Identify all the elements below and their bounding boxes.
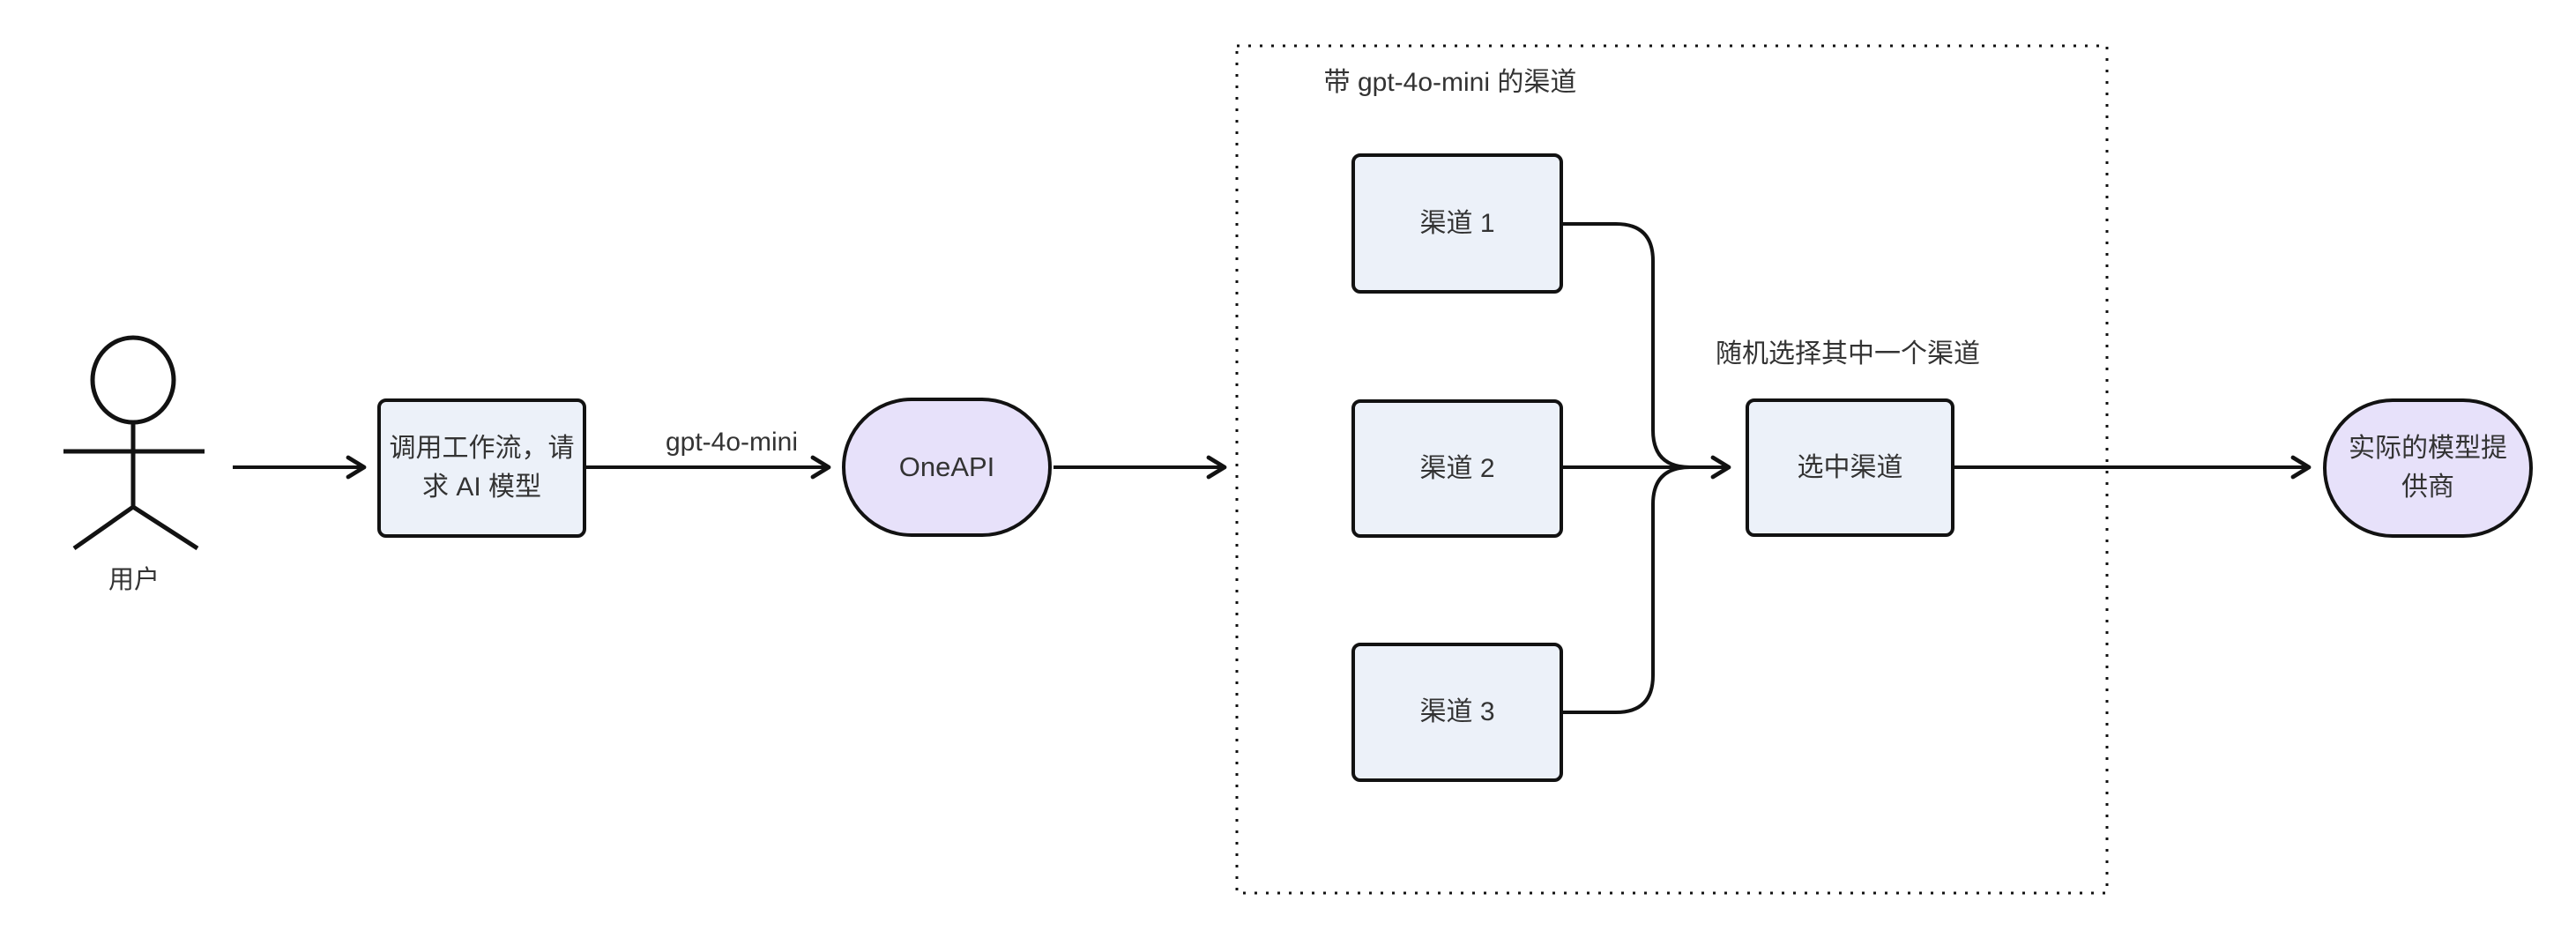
node-channel2: 渠道 2 [1351, 399, 1563, 538]
cluster-title: 带 gpt-4o-mini 的渠道 [1323, 68, 1577, 97]
node-channel3-label: 渠道 3 [1419, 697, 1495, 726]
node-workflow: 调用工作流，请求 AI 模型 [377, 398, 586, 538]
node-channel1: 渠道 1 [1351, 153, 1563, 294]
node-channel3: 渠道 3 [1351, 643, 1563, 782]
node-selected-channel: 选中渠道 [1746, 398, 1954, 537]
node-channel1-label: 渠道 1 [1419, 208, 1495, 238]
node-workflow-label: 调用工作流，请求 AI 模型 [389, 434, 575, 502]
edge-label-model: gpt-4o-mini [665, 428, 799, 457]
node-oneapi-label: OneAPI [898, 451, 995, 482]
actor-head [90, 335, 176, 425]
edge-channel1-to-selected [1563, 222, 1715, 469]
node-provider: 实际的模型提供商 [2323, 398, 2533, 538]
edge-channel3-to-selected [1563, 465, 1715, 714]
actor-figure [63, 335, 205, 551]
node-channel2-label: 渠道 2 [1419, 453, 1495, 483]
node-oneapi: OneAPI [842, 398, 1052, 537]
node-selected-channel-label: 选中渠道 [1797, 452, 1903, 482]
actor-label: 用户 [108, 566, 160, 594]
edge-label-random-pick: 随机选择其中一个渠道 [1716, 339, 1980, 368]
node-provider-label: 实际的模型提供商 [2349, 434, 2507, 502]
actor-legs [72, 504, 199, 551]
